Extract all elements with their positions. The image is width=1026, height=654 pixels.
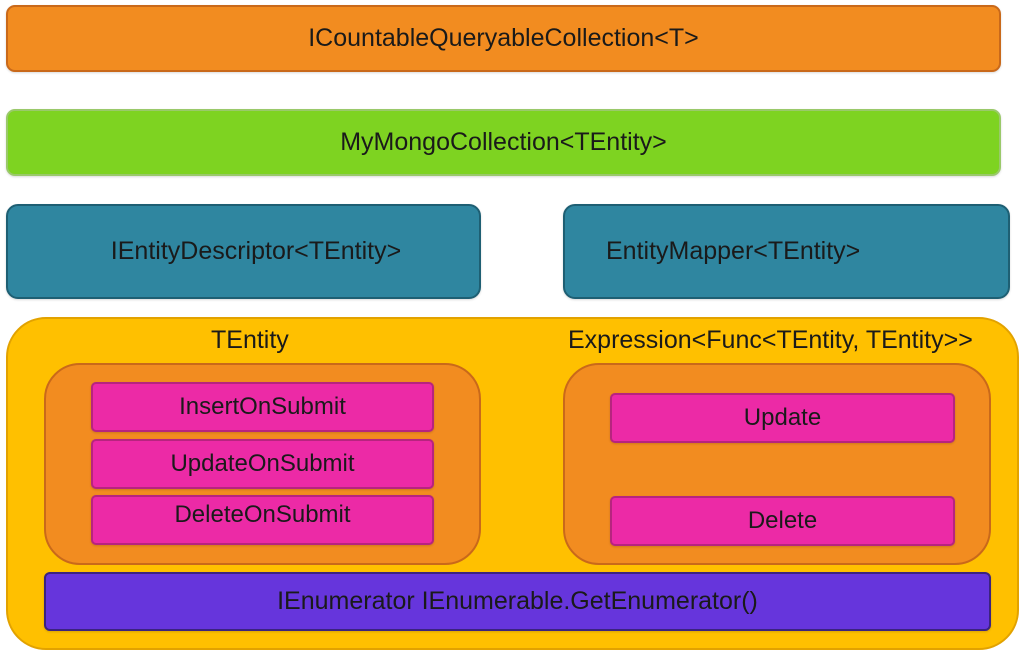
get-enumerator-box: IEnumerator IEnumerable.GetEnumerator() <box>44 572 991 631</box>
entity-mapper-box: EntityMapper<TEntity> <box>563 204 1010 299</box>
delete-box: Delete <box>610 496 955 546</box>
ientity-descriptor-label: IEntityDescriptor<TEntity> <box>110 237 402 265</box>
icountable-queryable-collection-box: ICountableQueryableCollection<T> <box>6 5 1001 72</box>
entity-mapper-label: EntityMapper<TEntity> <box>606 237 861 265</box>
expression-group-label: Expression<Func<TEntity, TEntity>> <box>568 326 973 354</box>
tentity-group-label: TEntity <box>211 326 289 354</box>
update-box: Update <box>610 393 955 443</box>
ientity-descriptor-box: IEntityDescriptor<TEntity> <box>6 204 481 299</box>
icountable-queryable-collection-label: ICountableQueryableCollection<T> <box>308 24 699 52</box>
delete-on-submit-label: DeleteOnSubmit <box>174 501 351 528</box>
delete-label: Delete <box>747 507 818 534</box>
delete-on-submit-box: DeleteOnSubmit <box>91 495 434 545</box>
my-mongo-collection-label: MyMongoCollection<TEntity> <box>340 128 667 156</box>
update-on-submit-label: UpdateOnSubmit <box>170 450 355 477</box>
update-label: Update <box>743 404 822 431</box>
insert-on-submit-box: InsertOnSubmit <box>91 382 434 432</box>
get-enumerator-label: IEnumerator IEnumerable.GetEnumerator() <box>277 587 758 615</box>
update-on-submit-box: UpdateOnSubmit <box>91 439 434 489</box>
insert-on-submit-label: InsertOnSubmit <box>179 393 346 420</box>
my-mongo-collection-box: MyMongoCollection<TEntity> <box>6 109 1001 176</box>
